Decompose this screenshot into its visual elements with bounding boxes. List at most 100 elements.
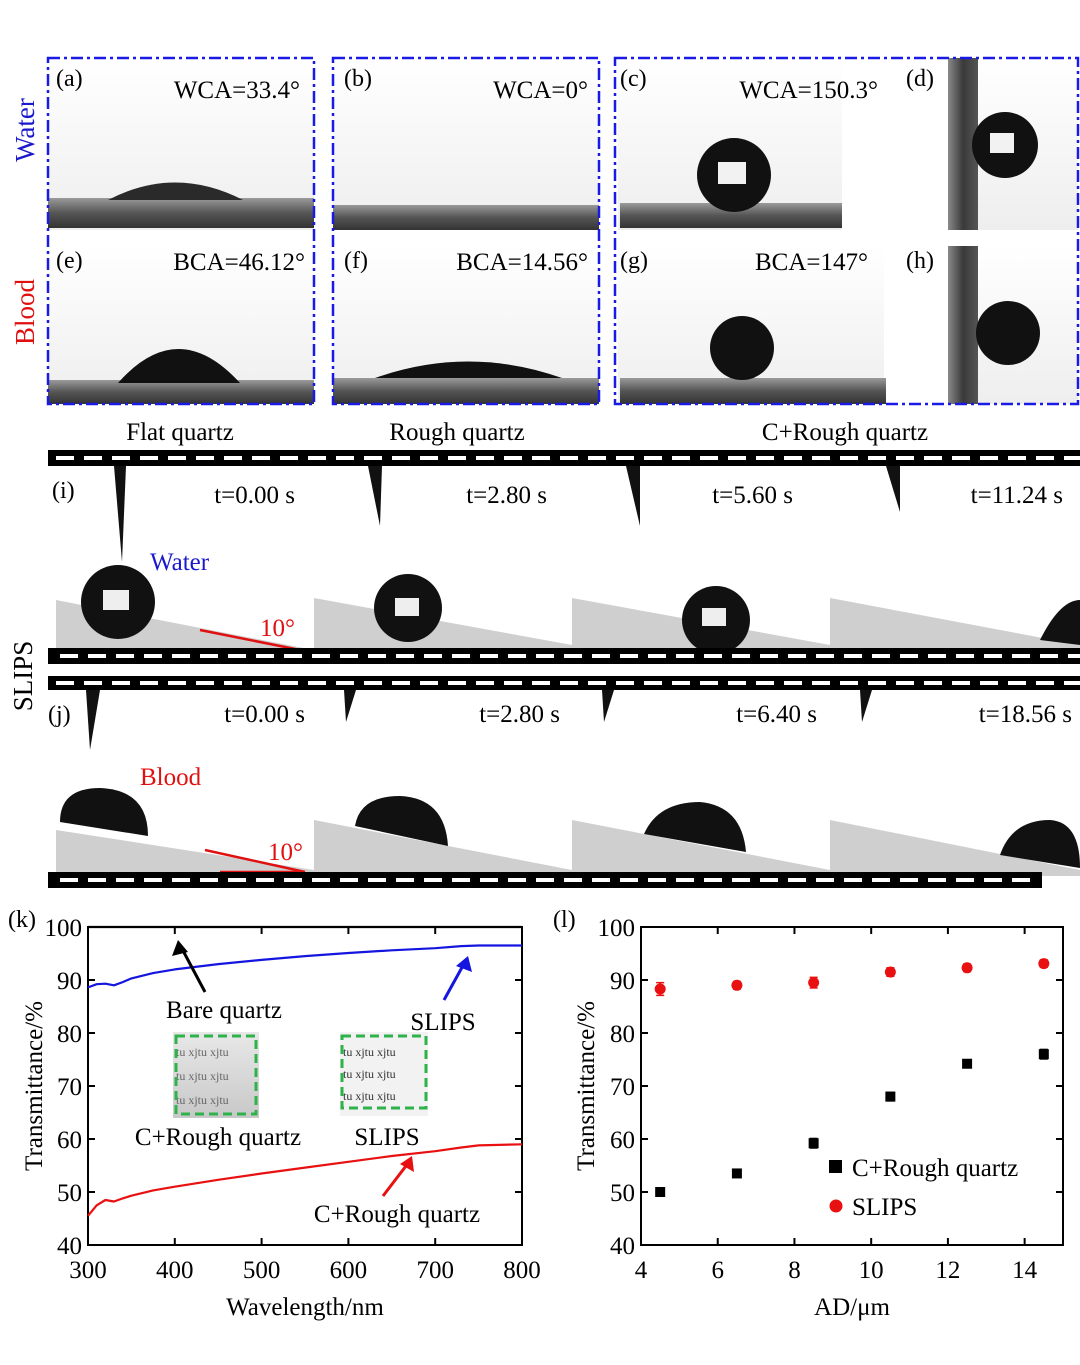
chart-k-xtick-label: 400 <box>156 1257 194 1284</box>
panel-g-droplet <box>710 316 774 380</box>
chart-l-xtick-label: 6 <box>711 1257 724 1284</box>
column-label-flat: Flat quartz <box>126 419 234 446</box>
frame-i2-highlight <box>395 598 419 616</box>
panel-b-letter: (b) <box>344 66 372 92</box>
frame-i1-needle <box>114 466 126 562</box>
panel-g-substrate <box>620 378 886 404</box>
row-label-water: Water <box>10 98 40 162</box>
panel-a-droplet <box>108 182 243 200</box>
sequence-j-liquid: Blood <box>140 764 202 791</box>
frame-j3-needle <box>602 690 614 722</box>
chart-l-xtick-label: 8 <box>788 1257 801 1284</box>
panel-f-droplet <box>375 361 562 378</box>
sequence-j-time-3: t=6.40 s <box>736 701 817 728</box>
sequence-j-angle: 10° <box>268 839 303 866</box>
chart-k-arrowhead-bare <box>172 940 188 956</box>
panel-h-droplet <box>976 301 1040 365</box>
sequence-j-time-4: t=18.56 s <box>979 701 1072 728</box>
frame-i1-highlight <box>103 590 129 610</box>
legend-marker-slips <box>829 1199 843 1213</box>
chart-l-ytick-label: 70 <box>610 1074 635 1101</box>
frame-j1-substrate <box>56 830 314 876</box>
frame-j4-droplet <box>1000 820 1080 868</box>
chart-k-label-crough: C+Rough quartz <box>314 1201 480 1228</box>
sequence-j-frames <box>56 690 1080 876</box>
chart-l-ytick-label: 90 <box>610 968 635 995</box>
frame-j1-needle <box>86 690 100 750</box>
chart-k-xtick-label: 700 <box>416 1257 454 1284</box>
chart-k-ytick-label: 100 <box>45 915 83 942</box>
sequence-i-time-2: t=2.80 s <box>466 482 547 509</box>
chart-l-ytick-label: 100 <box>598 915 636 942</box>
inset-slips-line-2: tu xjtu xjtu <box>343 1067 396 1081</box>
frame-j2-needle <box>344 690 356 722</box>
chart-l-ylabel: Transmittance/% <box>573 1001 600 1171</box>
angle-j-line-1 <box>204 848 306 874</box>
series-slips-line <box>87 944 522 989</box>
chart-k-arrowhead-slips <box>456 956 472 972</box>
sequence-i-angle: 10° <box>260 615 295 642</box>
panel-b-image <box>333 58 599 230</box>
inset-slips-line-1: tu xjtu xjtu <box>343 1045 396 1059</box>
data-point-crough-quartz <box>885 1091 896 1102</box>
frame-j1-droplet <box>60 788 148 836</box>
panel-g-letter: (g) <box>620 248 648 274</box>
panel-f-substrate <box>333 378 599 404</box>
panel-h-substrate <box>948 246 978 404</box>
chart-l-points <box>654 958 1050 1197</box>
chart-k-lines <box>87 925 523 1217</box>
chart-l-ytick-label: 80 <box>610 1021 635 1048</box>
data-point-crough-quartz <box>655 1187 666 1197</box>
static-panels: (a) WCA=33.4° (b) WCA=0° (c) WCA=150.3° … <box>10 56 1080 446</box>
inset-crough-caption: C+Rough quartz <box>135 1124 301 1151</box>
chart-l-ytick-label: 60 <box>610 1127 635 1154</box>
chart-k-ylabel: Transmittance/% <box>21 1001 48 1171</box>
sequence-i-time-3: t=5.60 s <box>712 482 793 509</box>
panel-c-letter: (c) <box>620 66 647 92</box>
inset-slips-border <box>340 1034 428 1110</box>
frame-i3-needle <box>626 466 640 526</box>
frame-i2-needle <box>368 466 382 526</box>
chart-l-xtick-label: 14 <box>1012 1257 1038 1284</box>
data-point-crough-quartz <box>962 1058 973 1069</box>
chart-k-xtick-label: 800 <box>503 1257 541 1284</box>
frame-i3-highlight <box>702 608 726 626</box>
frame-i4-droplet <box>1040 600 1080 645</box>
frame-j2-droplet <box>355 796 448 846</box>
chart-k-xlabel: Wavelength/nm <box>226 1294 384 1321</box>
chart-k-ytick-label: 50 <box>57 1180 82 1207</box>
inset-crough-photo <box>173 1032 259 1118</box>
frame-i4-needle <box>886 466 900 512</box>
panel-h-letter: (h) <box>906 248 934 274</box>
frame-j3-substrate <box>572 820 830 876</box>
sequence-j-time-2: t=2.80 s <box>479 701 560 728</box>
chart-k-ytick-label: 90 <box>57 968 82 995</box>
frame-j2-substrate <box>314 820 572 876</box>
data-point-crough-quartz <box>1038 1049 1049 1060</box>
angle-i-line-1 <box>199 628 301 652</box>
data-point-slips <box>808 977 820 989</box>
panel-d-letter: (d) <box>906 66 934 92</box>
sequence-j-time-1: t=0.00 s <box>224 701 305 728</box>
sequence-i-time-1: t=0.00 s <box>214 482 295 509</box>
panel-f-letter: (f) <box>344 248 368 274</box>
chart-k-xtick-label: 300 <box>69 1257 107 1284</box>
panel-c-measure: WCA=150.3° <box>739 77 878 104</box>
chart-k-ytick-label: 70 <box>57 1074 82 1101</box>
inset-crough-line-3: tu xjtu xjtu <box>176 1093 229 1107</box>
panel-a-measure: WCA=33.4° <box>174 77 300 104</box>
frame-j4-substrate <box>830 820 1080 876</box>
data-point-slips <box>654 983 666 995</box>
chart-k-xtick-label: 500 <box>243 1257 281 1284</box>
data-point-slips <box>884 966 896 978</box>
chart-l-legend: C+Rough quartz SLIPS <box>829 1155 1018 1221</box>
data-point-slips <box>961 962 973 974</box>
panel-a-letter: (a) <box>56 66 83 92</box>
inset-slips-photo <box>340 1032 428 1116</box>
panel-a-substrate <box>48 198 314 228</box>
frame-j4-needle <box>860 690 872 722</box>
chart-k-xtick-label: 600 <box>330 1257 368 1284</box>
